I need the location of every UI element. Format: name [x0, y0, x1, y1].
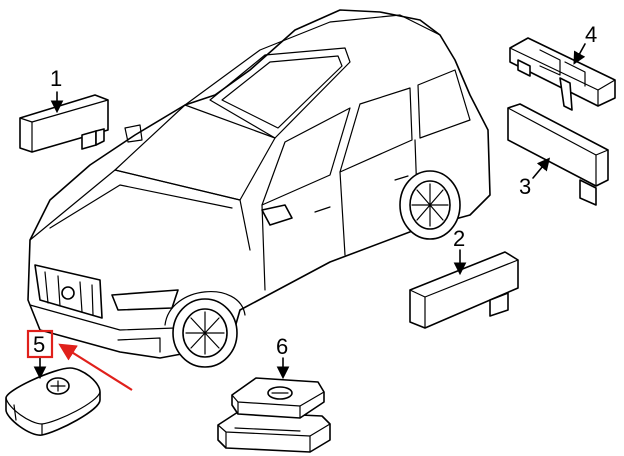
callout-3-leader	[532, 157, 551, 179]
part-4-bracket	[509, 37, 616, 111]
part-2-module	[409, 249, 519, 329]
callout-6-label: 6	[276, 334, 288, 359]
highlight-arrow	[58, 343, 133, 391]
part-1-module	[19, 91, 109, 153]
part-6-holder	[217, 357, 331, 453]
callout-2-label: 2	[453, 226, 465, 251]
callout-4-leader	[573, 43, 586, 65]
callout-5-label: 5	[33, 332, 45, 357]
callout-3-label: 3	[519, 174, 531, 199]
part-3-module	[507, 103, 609, 206]
callout-4-label: 4	[585, 22, 597, 47]
callout-1-label: 1	[50, 66, 62, 91]
callout-5-highlight-box	[26, 329, 54, 359]
part-5-remote-key	[5, 357, 101, 436]
vehicle-illustration	[27, 9, 491, 368]
